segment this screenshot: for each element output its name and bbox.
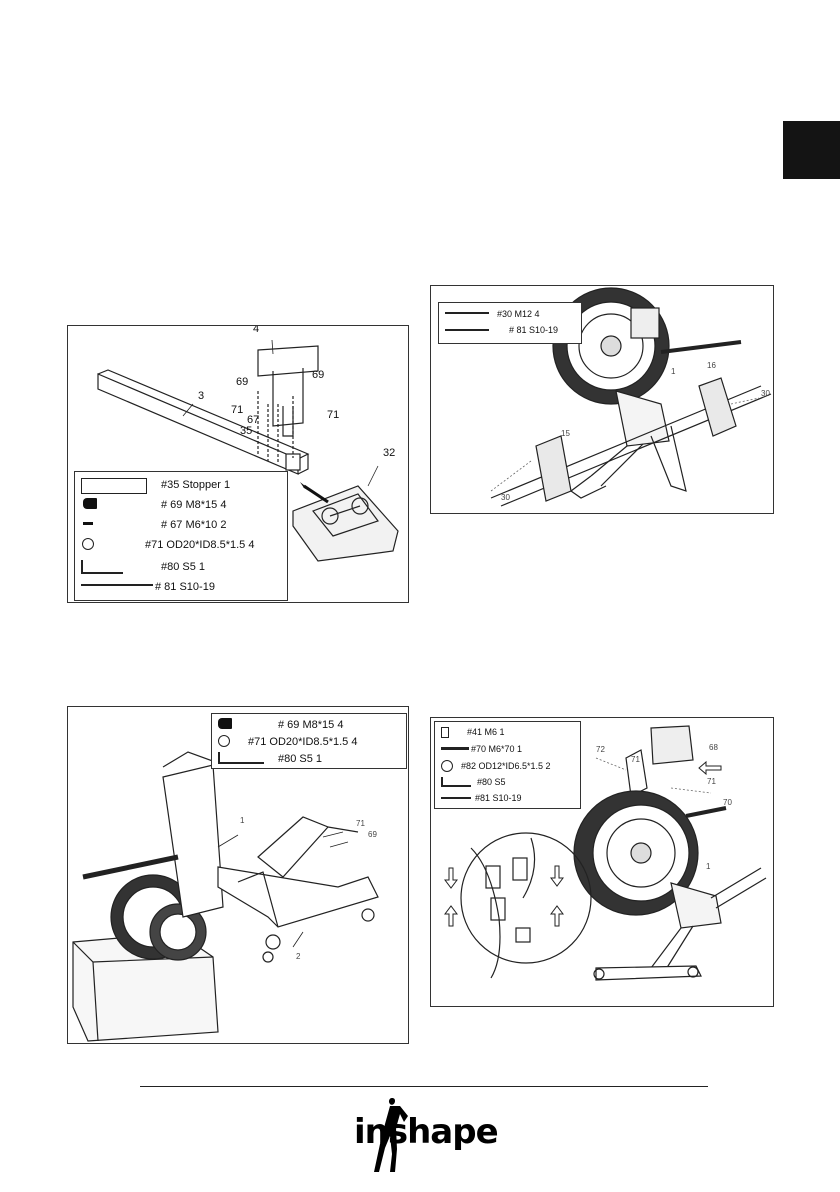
legend-item-screw-67: # 67 M6*10 2 [75,516,287,536]
legend-item-wrench-81: # 81 S10-19 [75,578,287,598]
legend-item-allen-key-80: #80 S5 1 [75,558,287,578]
callout-32: 32 [383,448,395,459]
callout-71-right: 71 [707,778,716,786]
legend-item-wrench-81: # 81 S10-19 [439,323,581,339]
allen-key-icon [441,777,471,787]
screw-icon [83,522,93,525]
callout-3: 3 [198,391,204,402]
step3-parts-legend: # 69 M8*15 4 #71 OD20*ID8.5*1.5 4 #80 S5… [211,713,407,769]
washer-icon [218,735,230,747]
callout-68: 68 [709,744,718,752]
callout-1: 1 [240,817,244,825]
step4-panel: 72 71 68 71 70 1 #41 M6 1 #70 M6*70 1 #8… [430,717,774,1007]
legend-item-allen-key-80: #80 S5 [435,775,580,791]
callout-71-right: 71 [327,410,339,421]
bolt-icon [445,312,489,314]
legend-item-wrench-81: #81 S10-19 [435,791,580,807]
stopper-icon [81,478,147,494]
footer-rule [140,1086,708,1087]
callout-35: 35 [240,426,252,437]
brand-logo: inshape [352,1094,492,1174]
wrench-icon [445,329,489,331]
step3-panel: 1 71 69 2 # 69 M8*15 4 #71 OD20*ID8.5*1.… [67,706,409,1044]
legend-item-bolt-70: #70 M6*70 1 [435,742,580,758]
language-tab [783,121,840,179]
logo-text: inshape [354,1112,498,1152]
legend-item-bolt-30: #30 M12 4 [439,307,581,323]
callout-70: 70 [723,799,732,807]
wrench-icon [441,797,471,799]
callout-1: 1 [706,863,710,871]
legend-item-washer-71: #71 OD20*ID8.5*1.5 4 [75,536,287,556]
callout-2: 2 [296,953,300,961]
allen-key-icon [81,560,123,574]
step4-parts-legend: #41 M6 1 #70 M6*70 1 #82 OD12*ID6.5*1.5 … [434,721,581,809]
legend-item-bolt-69: # 69 M8*15 4 [75,496,287,516]
bolt-icon [218,718,232,729]
step2-panel: 1 16 15 30 30 #30 M12 4 # 81 S10-19 [430,285,774,514]
legend-item-allen-key-80: #80 S5 1 [212,750,406,770]
callout-15: 15 [561,430,570,438]
washer-icon [82,538,94,550]
callout-16: 16 [707,362,716,370]
callout-72: 72 [596,746,605,754]
step1-parts-legend: #35 Stopper 1 # 69 M8*15 4 # 67 M6*10 2 … [74,471,288,601]
legend-item-stopper: #35 Stopper 1 [75,476,287,496]
step1-panel: 4 3 69 69 71 71 67 35 32 #35 Stopper 1 #… [67,325,409,603]
callout-1: 1 [671,368,675,376]
callout-71: 71 [356,820,365,828]
washer-icon [441,760,453,772]
callout-71-top: 71 [631,756,640,764]
bolt-icon [441,747,469,750]
legend-item-washer-82: #82 OD12*ID6.5*1.5 2 [435,759,580,775]
callout-69-right: 69 [312,370,324,381]
nut-icon [441,727,449,738]
callout-30-right: 30 [761,390,770,398]
step2-parts-legend: #30 M12 4 # 81 S10-19 [438,302,582,344]
callout-71-left: 71 [231,405,243,416]
legend-item-nut-41: #41 M6 1 [435,725,580,741]
allen-key-icon [218,752,264,764]
wrench-icon [81,584,153,586]
callout-69-left: 69 [236,377,248,388]
callout-4: 4 [253,325,259,335]
callout-69: 69 [368,831,377,839]
callout-30-bottom: 30 [501,494,510,502]
bolt-icon [83,498,97,509]
